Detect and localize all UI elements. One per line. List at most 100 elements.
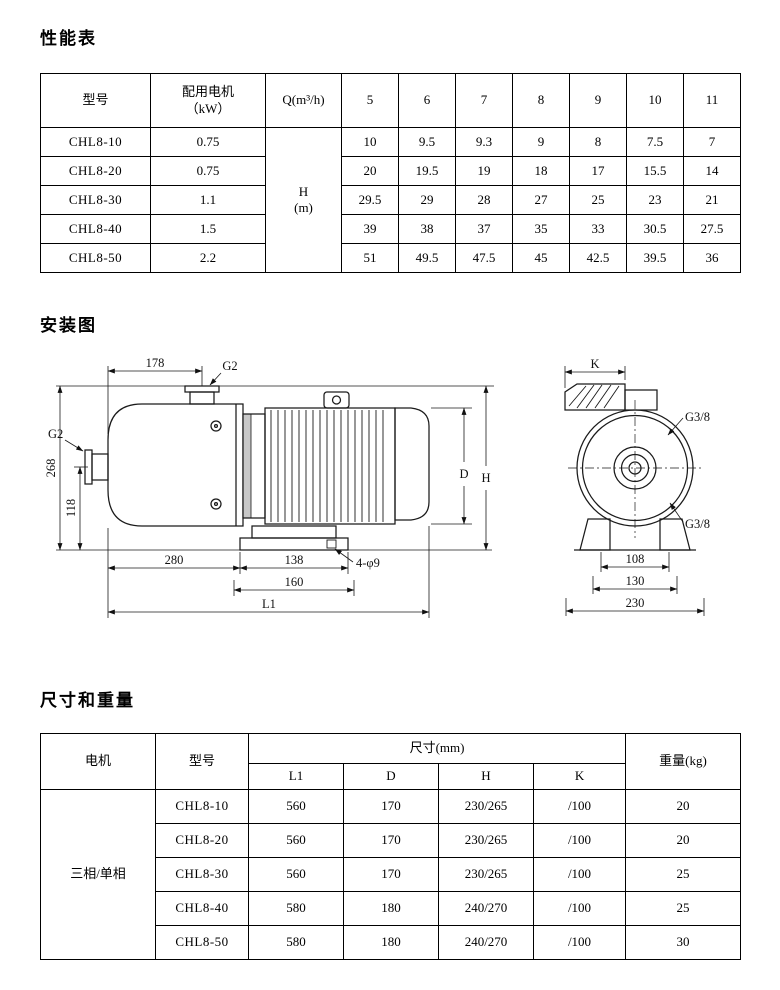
perf-value-cell: 18 [512, 156, 570, 186]
dims-row: 三相/单相 CHL8-10 560 170 230/265 /100 20 [40, 789, 742, 960]
dimensions-table: 电机 型号 尺寸(mm) 重量(kg) L1 D H K 三相/单相 CHL8-… [40, 733, 742, 960]
datasheet-page: 性能表 型号 配用电机 （kW） Q(m³/h) 5 6 7 8 9 10 11… [40, 29, 742, 960]
dim-h-label: H [481, 471, 490, 485]
side-view-dimension-lines [56, 366, 494, 618]
dims-l1-cell: 560 [248, 823, 344, 858]
perf-value-cell: 21 [683, 185, 741, 215]
perf-flow-col: 9 [569, 73, 627, 128]
dim-l1-label: L1 [262, 597, 276, 611]
suction-g2-label: G2 [48, 427, 63, 441]
dims-weight-cell: 30 [625, 925, 742, 960]
perf-flow-col: 6 [398, 73, 456, 128]
dims-weight-cell: 25 [625, 857, 742, 892]
dims-d-cell: 180 [343, 925, 439, 960]
perf-motor-cell: 1.5 [150, 214, 266, 244]
dims-l1-cell: 580 [248, 891, 344, 926]
dims-d-cell: 170 [343, 789, 439, 824]
perf-value-cell: 37 [455, 214, 513, 244]
dims-model-cell: CHL8-30 [155, 857, 249, 892]
perf-header-model: 型号 [40, 73, 151, 128]
perf-motor-cell: 0.75 [150, 156, 266, 186]
perf-row: CHL8-30 1.1 29.5 29 28 27 25 23 21 [40, 185, 741, 215]
perf-value-cell: 39.5 [626, 243, 684, 273]
perf-row: CHL8-20 0.75 20 19.5 19 18 17 15.5 14 [40, 156, 741, 186]
dims-d-cell: 170 [343, 823, 439, 858]
dims-h-cell: 230/265 [438, 823, 534, 858]
dim-118-label: 118 [64, 499, 78, 517]
side-view-labels: 178 G2 G2 268 118 280 138 160 L1 4-φ9 D … [44, 356, 491, 611]
perf-value-cell: 29.5 [341, 185, 399, 215]
dims-header-row-2: L1 D H K [41, 763, 741, 790]
end-view-labels: K G3/8 G3/8 108 130 230 [590, 357, 710, 610]
perf-head-unit-cell: H (m) [265, 127, 342, 273]
perf-value-cell: 38 [398, 214, 456, 244]
dims-k-cell: /100 [532, 857, 627, 892]
perf-flow-col: 10 [626, 73, 684, 128]
perf-value-cell: 9.5 [398, 127, 456, 157]
perf-value-cell: 10 [341, 127, 399, 157]
motor-fins [270, 410, 384, 522]
dims-l1-cell: 560 [248, 789, 344, 824]
dims-model-cell: CHL8-40 [155, 891, 249, 926]
perf-value-cell: 7 [683, 127, 741, 157]
dims-h-cell: 240/270 [438, 925, 534, 960]
dims-model-cell: CHL8-20 [155, 823, 249, 858]
perf-value-cell: 23 [626, 185, 684, 215]
perf-value-cell: 33 [569, 214, 627, 244]
port-g38-bottom-label: G3/8 [685, 517, 710, 531]
mounting-feet [574, 518, 696, 551]
perf-value-cell: 39 [341, 214, 399, 244]
perf-model-cell: CHL8-50 [40, 243, 151, 273]
mounting-holes-label: 4-φ9 [356, 556, 380, 570]
perf-model-cell: CHL8-40 [40, 214, 151, 244]
dims-header-row-1: 电机 型号 尺寸(mm) 重量(kg) [40, 733, 742, 790]
dims-l1-cell: 580 [248, 925, 344, 960]
dims-row: CHL8-30 560 170 230/265 /100 25 [41, 857, 742, 892]
dims-col-d: D [343, 763, 439, 790]
dims-k-cell: /100 [532, 789, 627, 824]
dims-model-cell: CHL8-10 [155, 789, 249, 824]
dim-138-label: 138 [285, 553, 304, 567]
perf-value-cell: 47.5 [455, 243, 513, 273]
perf-value-cell: 19.5 [398, 156, 456, 186]
dims-k-cell: /100 [532, 891, 627, 926]
discharge-g2-label: G2 [222, 359, 237, 373]
perf-motor-cell: 1.1 [150, 185, 266, 215]
dims-k-cell: /100 [532, 823, 627, 858]
perf-value-cell: 27.5 [683, 214, 741, 244]
pump-end-view: K G3/8 G3/8 108 130 230 [564, 357, 710, 616]
pump-casing [107, 403, 244, 527]
dims-motor-type-cell: 三相/单相 [40, 789, 156, 960]
perf-value-cell: 29 [398, 185, 456, 215]
perf-header-row: 型号 配用电机 （kW） Q(m³/h) 5 6 7 8 9 10 11 [40, 73, 741, 128]
perf-header-flow: Q(m³/h) [265, 73, 342, 128]
dims-col-k: K [532, 763, 627, 790]
dims-weight-cell: 20 [625, 823, 742, 858]
perf-model-cell: CHL8-20 [40, 156, 151, 186]
suction-port-g2 [84, 449, 109, 485]
perf-value-cell: 35 [512, 214, 570, 244]
installation-diagram: 178 G2 G2 268 118 280 138 160 L1 4-φ9 D … [44, 356, 710, 618]
installation-section-title: 安装图 [40, 316, 97, 335]
perf-flow-col: 7 [455, 73, 513, 128]
pump-side-view: 178 G2 G2 268 118 280 138 160 L1 4-φ9 D … [44, 356, 494, 618]
perf-value-cell: 20 [341, 156, 399, 186]
port-g38-top-label: G3/8 [685, 410, 710, 424]
perf-value-cell: 27 [512, 185, 570, 215]
performance-section-title: 性能表 [40, 29, 97, 48]
perf-value-cell: 25 [569, 185, 627, 215]
dim-230-label: 230 [626, 596, 645, 610]
perf-model-cell: CHL8-30 [40, 185, 151, 215]
top-bracket [564, 383, 658, 411]
dimensions-section-title: 尺寸和重量 [40, 691, 135, 710]
dims-weight-cell: 25 [625, 891, 742, 926]
perf-value-cell: 49.5 [398, 243, 456, 273]
perf-value-cell: 7.5 [626, 127, 684, 157]
dim-160-label: 160 [285, 575, 304, 589]
perf-header-motor: 配用电机 （kW） [150, 73, 266, 128]
dims-k-cell: /100 [532, 925, 627, 960]
discharge-port-g2 [184, 385, 220, 405]
pump-base [239, 525, 349, 551]
perf-value-cell: 28 [455, 185, 513, 215]
dim-d-label: D [459, 467, 468, 481]
